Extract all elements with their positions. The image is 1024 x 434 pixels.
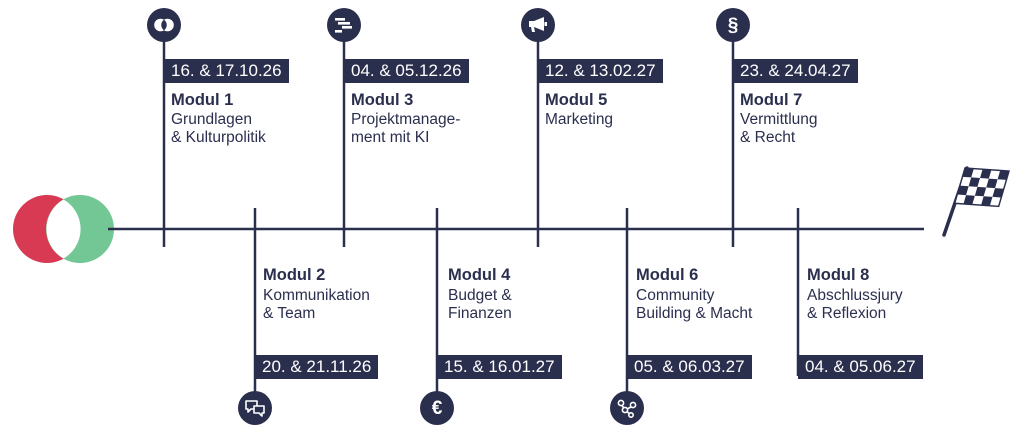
title-modul-3: Modul 3 xyxy=(351,91,414,109)
desc-modul-3: Projektmanage- ment mit KI xyxy=(351,111,461,146)
title-modul-2: Modul 2 xyxy=(263,266,326,284)
desc-modul-6: Community Building & Macht xyxy=(636,287,753,322)
date-modul-5: 12. & 13.02.27 xyxy=(538,59,663,83)
date-modul-7: 23. & 24.04.27 xyxy=(733,59,858,83)
chat-bubbles-icon xyxy=(238,391,272,425)
desc-modul-4: Budget & Finanzen xyxy=(448,287,512,322)
venn-icon xyxy=(147,8,181,42)
title-modul-1: Modul 1 xyxy=(171,91,234,109)
desc-modul-2: Kommunikation & Team xyxy=(263,287,370,322)
date-modul-4: 15. & 16.01.27 xyxy=(437,355,562,379)
title-modul-5: Modul 5 xyxy=(545,91,608,109)
date-modul-3: 04. & 05.12.26 xyxy=(344,59,469,83)
checkered-flag-icon xyxy=(942,166,1010,237)
date-modul-8: 04. & 05.06.27 xyxy=(798,355,923,379)
venn-logo-icon xyxy=(13,195,114,263)
desc-modul-8: Abschlussjury & Reflexion xyxy=(807,287,903,322)
title-modul-7: Modul 7 xyxy=(740,91,803,109)
date-modul-2: 20. & 21.11.26 xyxy=(255,355,379,379)
desc-modul-1: Grundlagen & Kulturpolitik xyxy=(171,111,266,146)
euro-icon: € xyxy=(420,391,454,425)
date-modul-1: 16. & 17.10.26 xyxy=(164,59,289,83)
date-modul-6: 05. & 06.03.27 xyxy=(627,355,752,379)
desc-modul-5: Marketing xyxy=(545,111,614,128)
title-modul-4: Modul 4 xyxy=(448,266,511,284)
gantt-icon xyxy=(327,8,361,42)
desc-modul-7: Vermittlung & Recht xyxy=(740,111,818,146)
title-modul-8: Modul 8 xyxy=(807,266,870,284)
paragraph-icon: § xyxy=(716,8,750,42)
title-modul-6: Modul 6 xyxy=(636,266,699,284)
network-icon xyxy=(610,391,644,425)
megaphone-icon xyxy=(521,8,555,42)
